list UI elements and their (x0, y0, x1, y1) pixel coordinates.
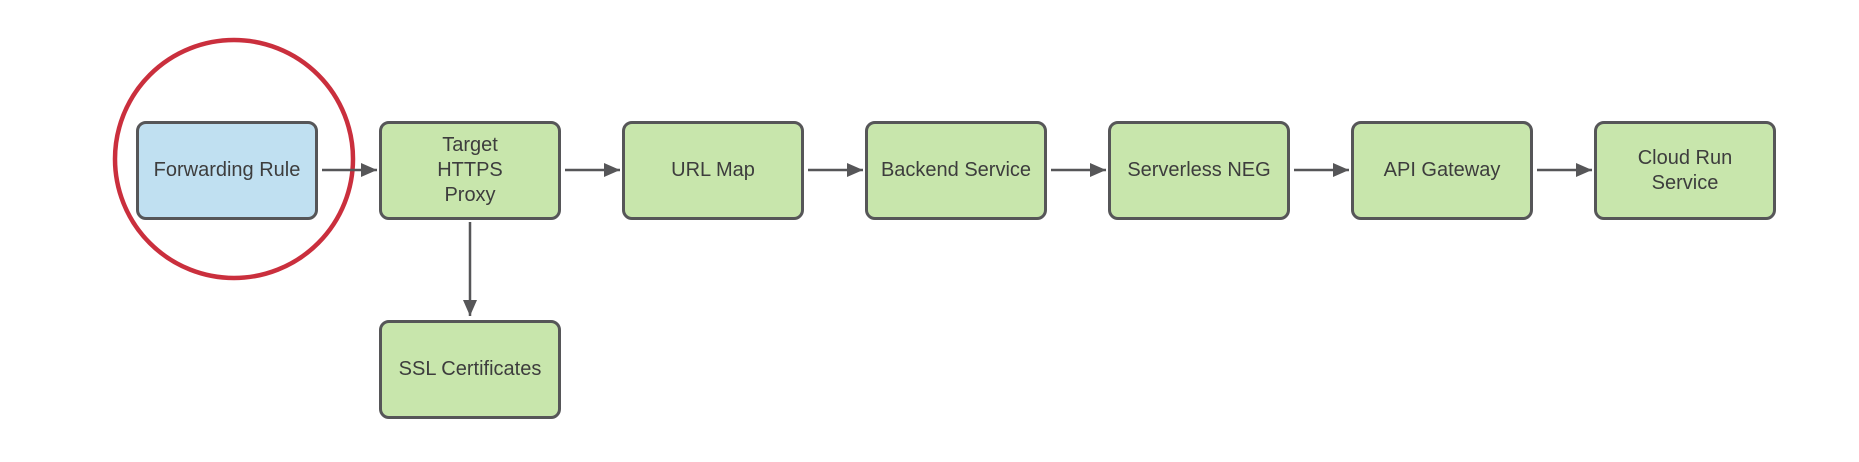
node-cloud-run-service: Cloud Run Service (1594, 121, 1776, 220)
node-label: Serverless NEG (1127, 159, 1271, 181)
node-label: API Gateway (1383, 159, 1501, 181)
node-label: Backend Service (880, 159, 1032, 181)
node-ssl-certificates: SSL Certificates (379, 320, 561, 419)
node-serverless-neg: Serverless NEG (1108, 121, 1290, 220)
node-label: SSL Certificates (398, 358, 542, 380)
node-api-gateway: API Gateway (1351, 121, 1533, 220)
node-forwarding-rule: Forwarding Rule (136, 121, 318, 220)
node-label: Target HTTPS Proxy (437, 134, 503, 206)
node-label: Forwarding Rule (153, 159, 301, 181)
node-label: Cloud Run Service (1637, 146, 1733, 194)
node-url-map: URL Map (622, 121, 804, 220)
node-backend-service: Backend Service (865, 121, 1047, 220)
node-label: URL Map (671, 159, 755, 181)
node-target-https-proxy: Target HTTPS Proxy (379, 121, 561, 220)
